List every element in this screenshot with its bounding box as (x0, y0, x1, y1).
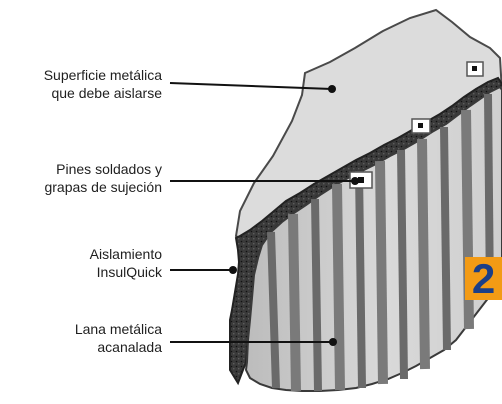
pin-marker-3 (466, 61, 484, 77)
label-insulation-line2: InsulQuick (96, 264, 162, 280)
leader-dot-4 (329, 338, 337, 346)
label-metal-surface-line2: que debe aislarse (51, 85, 162, 101)
label-welded-pins-line2: grapas de sujeción (44, 179, 162, 195)
label-insulation-line1: Aislamiento (89, 246, 162, 262)
leader-dot-1 (328, 85, 336, 93)
label-metal-surface-line1: Superficie metálica (43, 67, 162, 83)
leader-dot-2 (351, 177, 359, 185)
label-metal-surface: Superficie metálica que debe aislarse (0, 66, 162, 102)
label-welded-pins-line1: Pines soldados y (56, 161, 162, 177)
label-insulation: Aislamiento InsulQuick (0, 245, 162, 281)
label-corrugated-wool-line2: acanalada (97, 339, 162, 355)
leader-dot-3 (229, 266, 237, 274)
label-welded-pins: Pines soldados y grapas de sujeción (0, 160, 162, 196)
leader-line-1 (169, 82, 333, 90)
pin-marker-2 (411, 118, 431, 134)
label-corrugated-wool: Lana metálica acanalada (0, 320, 162, 356)
step-number-badge: 2 (465, 257, 502, 300)
label-corrugated-wool-line1: Lana metálica (74, 321, 162, 337)
